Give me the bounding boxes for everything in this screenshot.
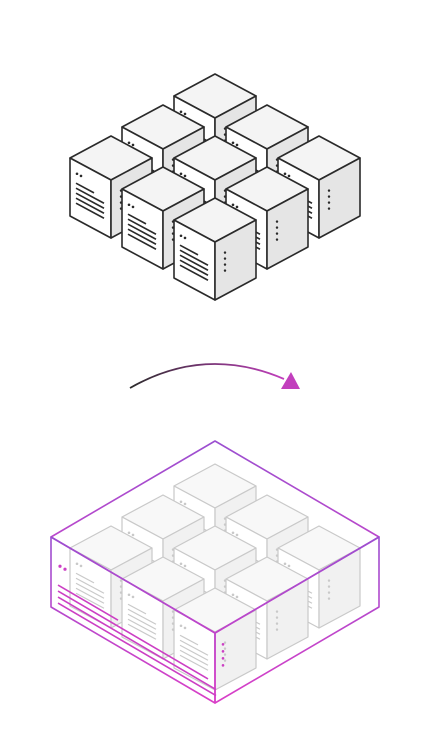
indicator-dots [231,203,239,209]
container-indicator-dots [58,564,67,571]
indicator-dots [127,593,135,599]
vent-stripes [127,603,157,640]
vent-stripes [75,572,105,609]
indicator-dots [283,172,291,178]
indicator-dots [231,531,239,537]
vent-stripes [179,244,209,281]
vent-stripes [75,182,105,219]
status-lights [275,220,279,241]
container-status-lights [221,643,225,667]
status-lights [275,610,279,631]
indicator-dots [75,562,83,568]
server-cluster-top [69,73,361,301]
container-right-face [214,536,380,704]
indicator-dots [179,562,187,568]
indicator-dots [179,624,187,630]
vent-stripes [179,634,209,671]
indicator-dots [127,531,135,537]
indicator-dots [179,110,187,116]
container-box [50,440,380,704]
arrowhead-icon [281,372,300,389]
server-cube [173,197,257,301]
status-lights [223,641,227,662]
indicator-dots [283,562,291,568]
vent-stripes [127,213,157,250]
indicator-dots [231,141,239,147]
server-cluster-bottom [69,463,361,691]
indicator-dots [127,203,135,209]
status-lights [223,251,227,272]
indicator-dots [179,500,187,506]
indicator-dots [179,172,187,178]
arrow-curve [129,363,285,389]
indicator-dots [231,593,239,599]
status-lights [327,189,331,210]
status-lights [327,579,331,600]
container-vent-stripes [57,584,217,697]
transform-arrow [129,363,300,389]
indicator-dots [75,172,83,178]
indicator-dots [127,141,135,147]
indicator-dots [179,234,187,240]
